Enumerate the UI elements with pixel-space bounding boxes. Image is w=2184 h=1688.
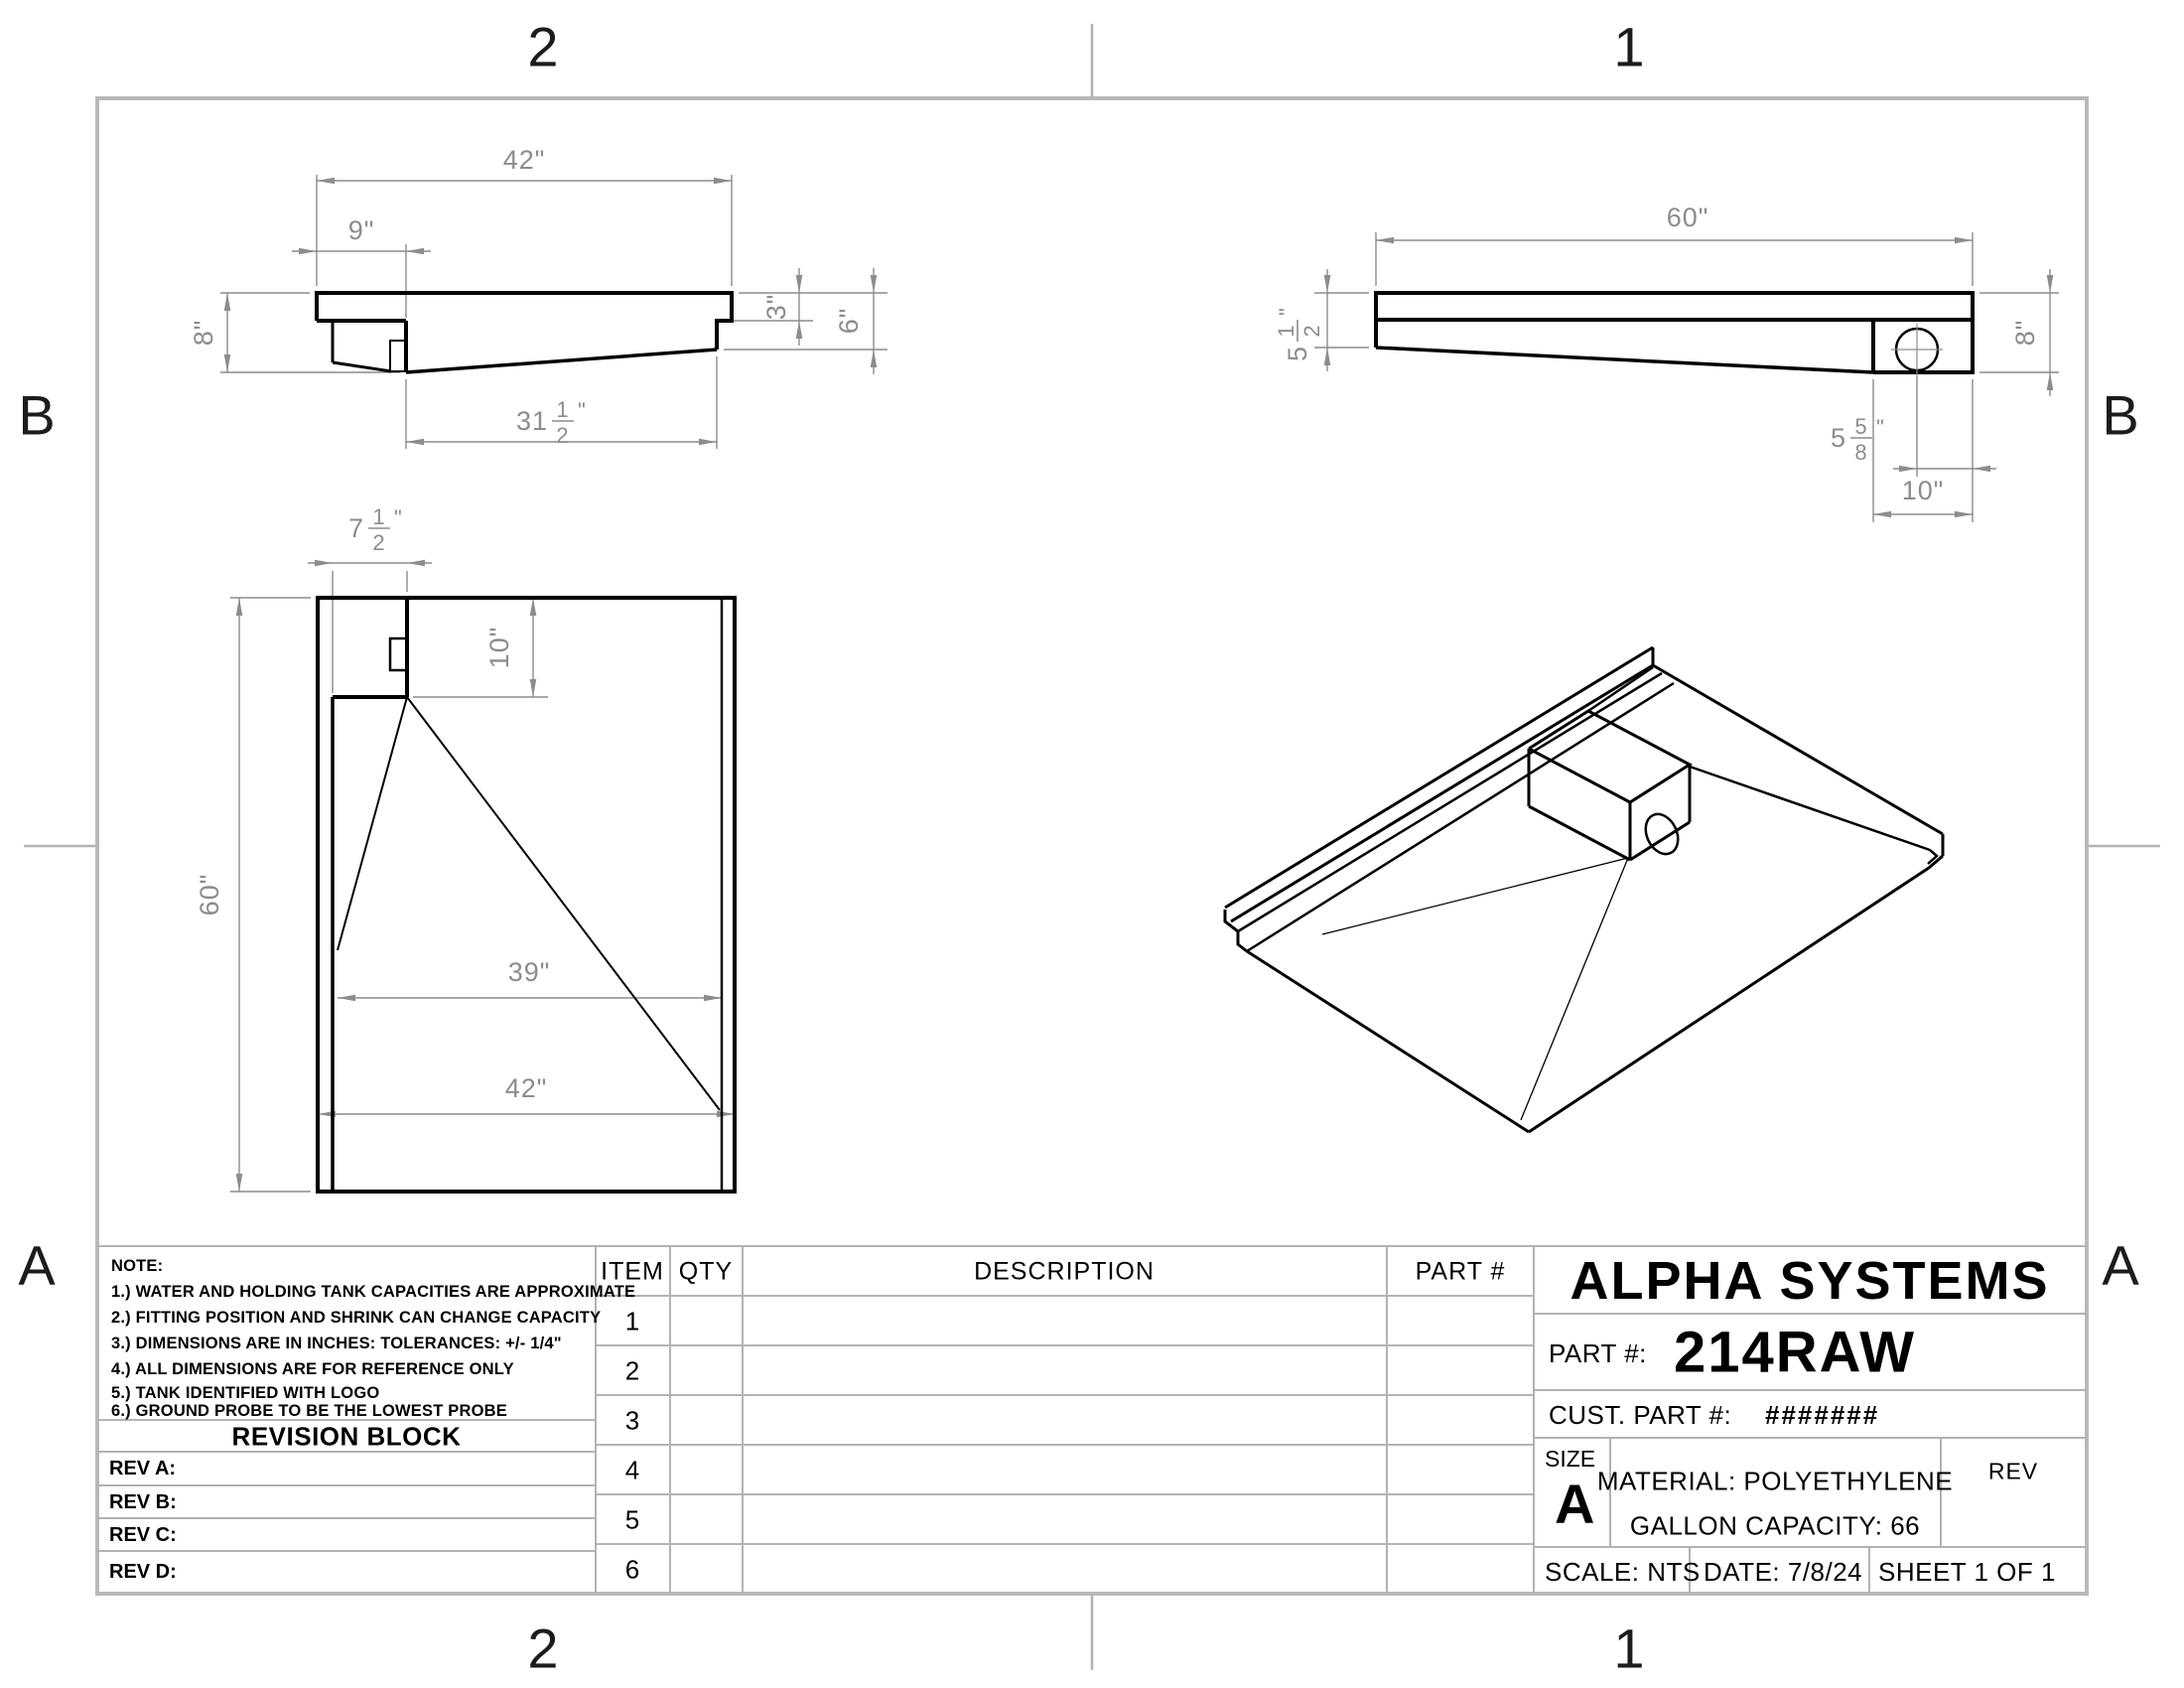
table-row-item: 2: [624, 1355, 640, 1386]
part-number-value: 214RAW: [1673, 1320, 1917, 1385]
fitting-circle: [1644, 812, 1680, 856]
svg-text:2: 2: [1299, 324, 1324, 337]
svg-text:2: 2: [556, 423, 569, 448]
svg-text:": ": [578, 398, 587, 423]
table-row-item: 5: [624, 1504, 640, 1535]
gallon-capacity-field: GALLON CAPACITY: 66: [1629, 1510, 1921, 1541]
dim-plan-length-60: 60": [195, 874, 224, 916]
dim-end-overall-60: 60": [1667, 203, 1709, 232]
customer-part-label: CUST. PART #:: [1549, 1400, 1732, 1430]
svg-text:7: 7: [348, 513, 364, 543]
table-row-item: 1: [624, 1306, 640, 1336]
dim-plan-sump-7-1-2: 7 1 2 ": [348, 504, 403, 555]
col-header-description: DESCRIPTION: [974, 1257, 1155, 1286]
title-block-grid: [97, 1245, 2087, 1594]
dim-end-sump-10: 10": [1902, 476, 1945, 505]
dim-end-left-height-5-1-2: 5 1 2 ": [1274, 307, 1324, 361]
svg-text:8: 8: [1854, 440, 1867, 465]
material-field: MATERIAL: POLYETHYLENE: [1596, 1466, 1954, 1496]
svg-text:1: 1: [372, 504, 385, 529]
zone-label-left-a: A: [18, 1233, 56, 1297]
revision-block-title: REVISION BLOCK: [231, 1421, 462, 1452]
note-line: 5.) TANK IDENTIFIED WITH LOGO: [111, 1384, 380, 1402]
notes-title: NOTE:: [111, 1257, 164, 1275]
isometric-view: [1223, 645, 1945, 1134]
rev-d-row: REV D:: [109, 1561, 177, 1583]
dim-side-bottom-31-1-2: 31 1 2 ": [516, 397, 587, 448]
table-row-item: 4: [624, 1455, 640, 1485]
zone-label-top-2: 2: [527, 15, 559, 78]
date-field: DATE: 7/8/24: [1704, 1557, 1863, 1587]
dim-plan-width-42: 42": [505, 1073, 548, 1103]
zone-label-bottom-2: 2: [527, 1617, 559, 1680]
svg-text:31: 31: [516, 406, 548, 436]
customer-part-value: #######: [1765, 1400, 1880, 1430]
col-header-qty: QTY: [678, 1257, 734, 1286]
note-line: 4.) ALL DIMENSIONS ARE FOR REFERENCE ONL…: [111, 1360, 514, 1378]
table-row-item: 3: [624, 1405, 640, 1436]
size-label: SIZE: [1545, 1446, 1596, 1472]
col-header-part-number: PART #: [1415, 1257, 1506, 1286]
zone-label-left-b: B: [18, 383, 56, 447]
dim-side-step-3: 3": [761, 294, 791, 321]
dim-plan-sump-depth-10: 10": [484, 627, 514, 669]
zone-label-bottom-1: 1: [1613, 1617, 1645, 1680]
dim-side-notch-6: 6": [834, 308, 864, 335]
part-number-label: PART #:: [1549, 1338, 1647, 1368]
note-line: 3.) DIMENSIONS ARE IN INCHES: TOLERANCES…: [111, 1335, 562, 1352]
rev-a-row: REV A:: [109, 1458, 177, 1479]
side-view-left: 42" 9" 8" 31 1 2 " 3" 6": [189, 145, 887, 449]
dim-end-fitting-5-5-8: 5 5 8 ": [1831, 414, 1885, 465]
scale-field: SCALE: NTS: [1545, 1557, 1701, 1587]
zone-label-top-1: 1: [1613, 15, 1645, 78]
svg-text:1: 1: [556, 397, 569, 422]
plan-view: 7 1 2 " 10" 60" 39" 42": [195, 504, 737, 1194]
svg-text:2: 2: [372, 530, 385, 555]
svg-text:1: 1: [1274, 324, 1298, 337]
note-line: 1.) WATER AND HOLDING TANK CAPACITIES AR…: [111, 1283, 636, 1301]
zone-label-right-b: B: [2102, 383, 2139, 447]
dim-side-overall-42: 42": [503, 145, 546, 175]
dim-end-right-height-8: 8": [2010, 320, 2040, 347]
note-line: 2.) FITTING POSITION AND SHRINK CAN CHAN…: [111, 1309, 602, 1327]
dim-side-height-8: 8": [189, 320, 218, 347]
svg-text:5: 5: [1854, 414, 1867, 439]
sheet-border: [24, 24, 2160, 1670]
table-row-item: 6: [624, 1554, 640, 1585]
svg-text:": ": [1876, 415, 1885, 440]
size-value: A: [1555, 1473, 1595, 1535]
dim-plan-inner-39: 39": [508, 957, 551, 987]
sheet-field: SHEET 1 OF 1: [1878, 1557, 2056, 1587]
rev-b-row: REV B:: [109, 1491, 177, 1513]
rev-c-row: REV C:: [109, 1524, 177, 1546]
dim-side-sump-9: 9": [348, 215, 375, 245]
company-name: ALPHA SYSTEMS: [1570, 1251, 2050, 1311]
note-line: 6.) GROUND PROBE TO BE THE LOWEST PROBE: [111, 1402, 507, 1420]
svg-text:5: 5: [1831, 423, 1846, 453]
svg-text:": ": [394, 505, 403, 530]
zone-label-right-a: A: [2102, 1233, 2139, 1297]
svg-text:5: 5: [1283, 346, 1312, 361]
rev-label: REV: [1987, 1458, 2039, 1484]
side-view-right: 60" 5 1 2 " 8" 5 5 8 " 10": [1274, 203, 2059, 522]
col-header-item: ITEM: [601, 1257, 664, 1286]
svg-text:": ": [1275, 307, 1299, 316]
